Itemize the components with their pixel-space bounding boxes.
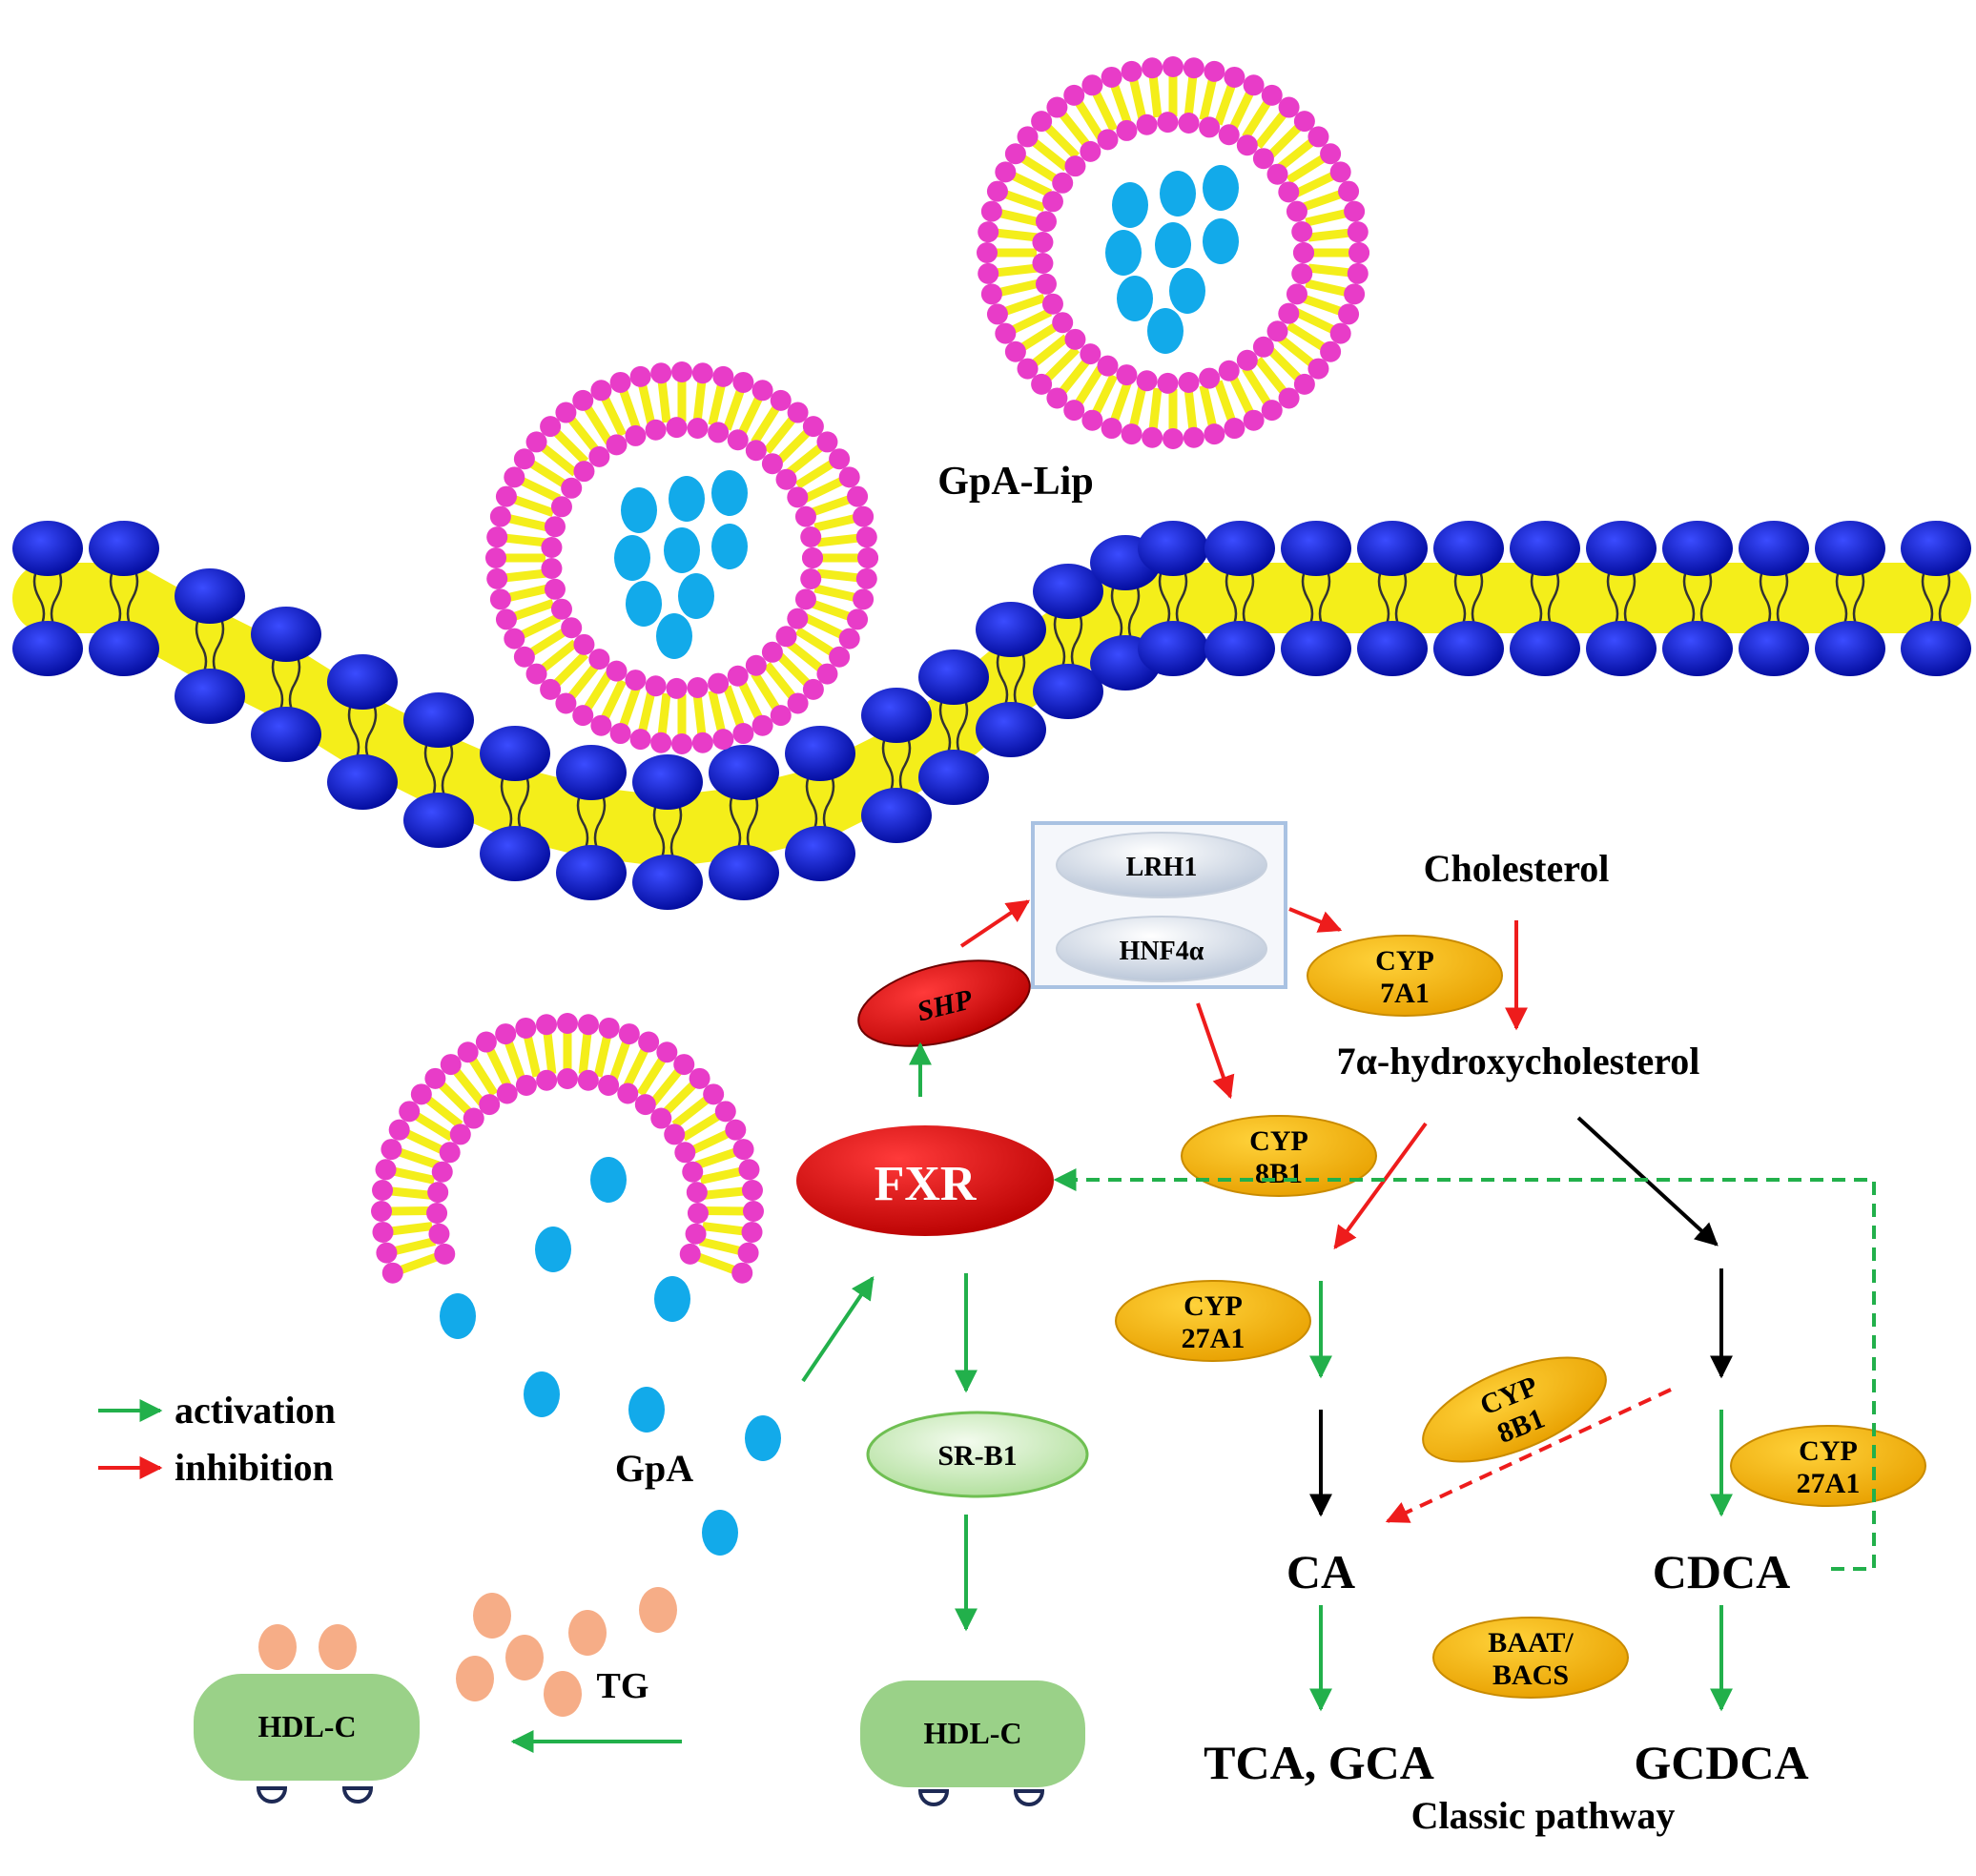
arrow-lrh1-to-cyp7a1 [1288,907,1343,933]
legend-activation-label: activation [175,1389,336,1432]
enzyme-baat-bacs: BAAT/BACS [1432,1617,1629,1699]
enzyme-label: 7A1 [1380,978,1430,1009]
enzyme-label: CYP [1184,1290,1243,1322]
enzyme-label: CYP [1799,1435,1858,1467]
arrow-cyp8b1-to-ca-dashed [1385,1388,1672,1523]
arrow-hydroxy-to-ca [1333,1122,1428,1249]
enzyme-label: 8B1 [1255,1158,1303,1189]
tg-droplets [456,1587,677,1717]
fxr-label: FXR [875,1157,978,1211]
arrow-gpa-to-fxr [801,1276,875,1383]
arrows [98,899,1876,1753]
fxr-node: FXR [796,1125,1054,1236]
arrow-shp-to-lrh1 [959,899,1030,948]
tca-gca-label: TCA, GCA [1204,1736,1434,1789]
tg-label: TG [597,1666,649,1706]
nuclear-receptor-box: LRH1 HNF4α [1031,821,1287,989]
enzyme-label: BAAT/ [1488,1627,1574,1659]
hdl-left: HDL-C [194,1624,420,1804]
cholesterol-label: Cholesterol [1424,847,1610,890]
liposome-top [977,56,1369,449]
enzyme-label: 27A1 [1797,1468,1861,1499]
hdl-right-label: HDL-C [923,1716,1021,1750]
arrow-hnf4a-to-cyp8b1 [1196,1002,1235,1100]
enzymes: CYP7A1CYP8B1CYP27A1CYP8B1CYP27A1BAAT/BAC… [1115,935,1926,1699]
enzyme-label: CYP [1375,945,1434,977]
lrh1-label: LRH1 [1126,853,1198,882]
liposome-label: GpA-Lip [937,460,1093,504]
hnf4a-label: HNF4α [1120,937,1204,966]
cdca-label: CDCA [1653,1545,1790,1598]
gpa-label: GpA [615,1447,693,1490]
liposome-middle [485,361,878,754]
ca-label: CA [1286,1545,1355,1598]
hdl-right: HDL-C [860,1680,1085,1806]
enzyme-label: BACS [1492,1660,1569,1691]
legend-inhibition-label: inhibition [175,1446,334,1489]
enzyme-label: 27A1 [1182,1323,1245,1354]
shp-node: SHP [857,959,1031,1047]
hdl-left-label: HDL-C [257,1709,356,1743]
hydroxycholesterol-label: 7α-hydroxycholesterol [1337,1040,1700,1082]
pathway-label: Classic pathway [1411,1794,1676,1837]
cell-membrane [12,521,1971,910]
gpa-molecules [440,1157,781,1556]
enzyme-label: CYP [1249,1125,1308,1157]
liposome-open [371,1013,764,1284]
srb1-label: SR-B1 [937,1440,1017,1472]
arrow-cdca-to-fxr-dashed [1053,1168,1876,1571]
srb1-node: SR-B1 [866,1411,1089,1498]
gcdca-label: GCDCA [1634,1736,1808,1789]
